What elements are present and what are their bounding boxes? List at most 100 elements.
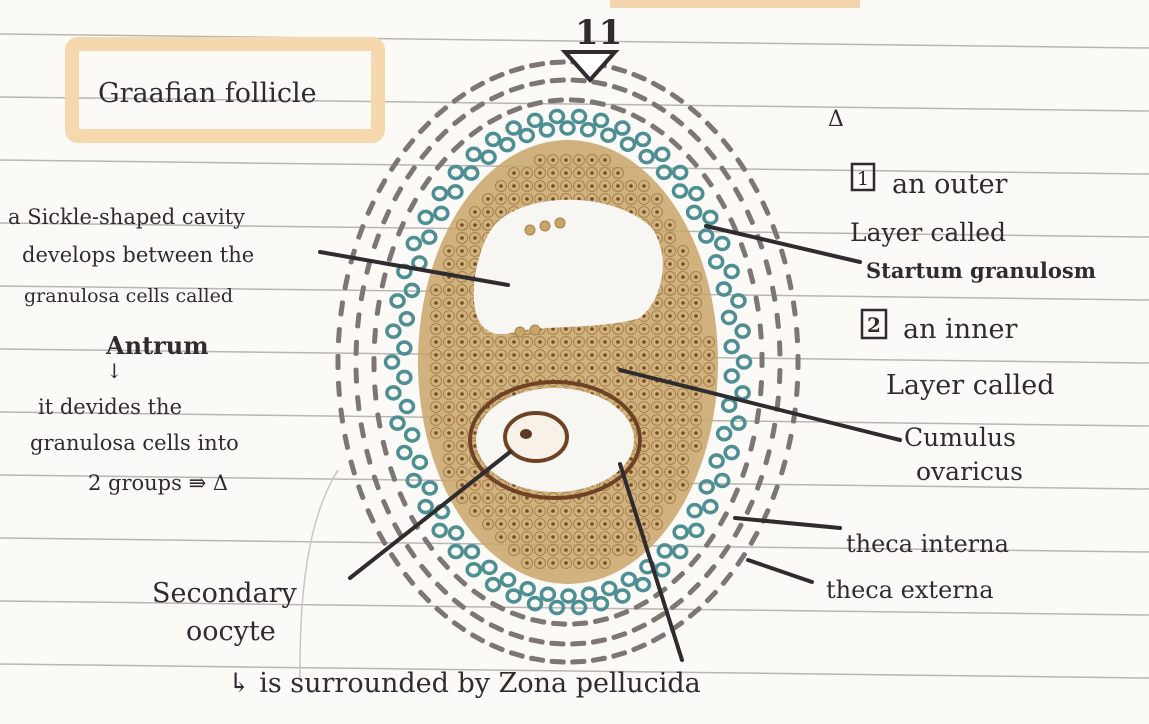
theca-externa-cell [759, 352, 764, 368]
granulosa-cell-nucleus [538, 509, 542, 513]
granulosa-cell-nucleus [668, 236, 672, 240]
granulosa-cell-nucleus [681, 249, 685, 253]
granulosa-cell-nucleus [642, 379, 646, 383]
granulosa-cell-nucleus [473, 496, 477, 500]
granulosa-cell-nucleus [681, 483, 685, 487]
granulosa-cell-nucleus [486, 483, 490, 487]
theca-externa-cell [796, 354, 801, 370]
granulosa-cell-nucleus [551, 171, 555, 175]
granulosa-cell-nucleus [564, 171, 568, 175]
granulosa-cell-nucleus [603, 353, 607, 357]
granulosa-cell-nucleus [538, 158, 542, 162]
granulosa-cell-nucleus [668, 340, 672, 344]
granulosa-cell-nucleus [564, 535, 568, 539]
granulosa-cell-nucleus [538, 366, 542, 370]
granulosa-cell-nucleus [577, 522, 581, 526]
granulosa-cell-nucleus [538, 353, 542, 357]
granulosa-cell-nucleus [447, 353, 451, 357]
granulosa-cell-nucleus [603, 561, 607, 565]
granulosa-cell-nucleus [655, 483, 659, 487]
granulosa-cell-nucleus [460, 236, 464, 240]
granulosa-cell-nucleus [603, 171, 607, 175]
granulosa-cell-nucleus [512, 535, 516, 539]
granulosa-cell-nucleus [655, 327, 659, 331]
granulosa-cell-nucleus [642, 457, 646, 461]
left-note-line6: 2 groups ⇛ Δ [88, 471, 228, 495]
granulosa-cell-nucleus [564, 548, 568, 552]
granulosa-cell-nucleus [616, 379, 620, 383]
granulosa-cell-nucleus [655, 457, 659, 461]
oocyte-label-a: Secondary [152, 578, 298, 609]
granulosa-cell-nucleus [642, 366, 646, 370]
granulosa-cell-nucleus [603, 184, 607, 188]
granulosa-cell-nucleus [603, 158, 607, 162]
granulosa-cell-nucleus [447, 392, 451, 396]
granulosa-cell-nucleus [447, 405, 451, 409]
granulosa-cell-nucleus [694, 379, 698, 383]
granulosa-cell-nucleus [668, 262, 672, 266]
title: Graafian follicle [98, 78, 317, 109]
granulosa-cell-nucleus [447, 262, 451, 266]
granulosa-cell-nucleus [551, 158, 555, 162]
granulosa-cell-nucleus [655, 496, 659, 500]
granulosa-cell-nucleus [499, 522, 503, 526]
granulosa-cell-nucleus [434, 327, 438, 331]
cumulus-cell [540, 221, 550, 231]
granulosa-cell-nucleus [694, 431, 698, 435]
granulosa-cell-nucleus [434, 418, 438, 422]
granulosa-cell-nucleus [460, 379, 464, 383]
granulosa-cell-nucleus [655, 314, 659, 318]
granulosa-cell-nucleus [538, 522, 542, 526]
granulosa-cell-nucleus [590, 509, 594, 513]
granulosa-cell-nucleus [603, 535, 607, 539]
granulosa-cell-nucleus [603, 496, 607, 500]
granulosa-cell-nucleus [694, 392, 698, 396]
granulosa-cell-nucleus [434, 340, 438, 344]
theca-externa-cell [549, 641, 565, 647]
granulosa-cell-nucleus [564, 327, 568, 331]
granulosa-cell-nucleus [460, 314, 464, 318]
granulosa-cell-nucleus [460, 483, 464, 487]
granulosa-cell-nucleus [538, 561, 542, 565]
granulosa-cell-nucleus [616, 535, 620, 539]
left-note-line3: granulosa cells called [24, 285, 233, 307]
granulosa-cell-nucleus [707, 366, 711, 370]
granulosa-cell-nucleus [551, 522, 555, 526]
granulosa-cell-nucleus [694, 288, 698, 292]
granulosa-cell-nucleus [460, 366, 464, 370]
granulosa-cell-nucleus [590, 327, 594, 331]
granulosa-cell-nucleus [525, 379, 529, 383]
granulosa-cell-nucleus [486, 366, 490, 370]
right-delta: Δ [828, 107, 844, 132]
granulosa-cell-nucleus [603, 522, 607, 526]
granulosa-cell-nucleus [473, 366, 477, 370]
granulosa-cell-nucleus [460, 223, 464, 227]
granulosa-cell-nucleus [590, 340, 594, 344]
granulosa-cell-nucleus [694, 444, 698, 448]
granulosa-cell-nucleus [629, 509, 633, 513]
granulosa-cell-nucleus [655, 405, 659, 409]
granulosa-cell-nucleus [590, 171, 594, 175]
granulosa-cell-nucleus [707, 353, 711, 357]
granulosa-cell-nucleus [512, 509, 516, 513]
granulosa-cell-nucleus [434, 392, 438, 396]
granulosa-cell-nucleus [564, 522, 568, 526]
granulosa-cell-nucleus [460, 353, 464, 357]
granulosa-cell-nucleus [616, 327, 620, 331]
granulosa-cell-nucleus [694, 418, 698, 422]
zona-pellucida-label: ↳ is surrounded by Zona pellucida [228, 668, 701, 699]
granulosa-cell-nucleus [460, 444, 464, 448]
cumulus-cell [525, 225, 535, 235]
granulosa-cell-nucleus [460, 262, 464, 266]
granulosa-cell-nucleus [668, 301, 672, 305]
granulosa-cell-nucleus [681, 262, 685, 266]
granulosa-cell-nucleus [447, 301, 451, 305]
granulosa-cell-nucleus [473, 483, 477, 487]
granulosa-cell-nucleus [668, 223, 672, 227]
granulosa-cell-nucleus [460, 431, 464, 435]
granulosa-cell-nucleus [707, 340, 711, 344]
granulosa-cell-nucleus [603, 197, 607, 201]
granulosa-cell-nucleus [629, 483, 633, 487]
granulosa-cell-nucleus [577, 184, 581, 188]
theca-externa-cell [550, 659, 566, 665]
